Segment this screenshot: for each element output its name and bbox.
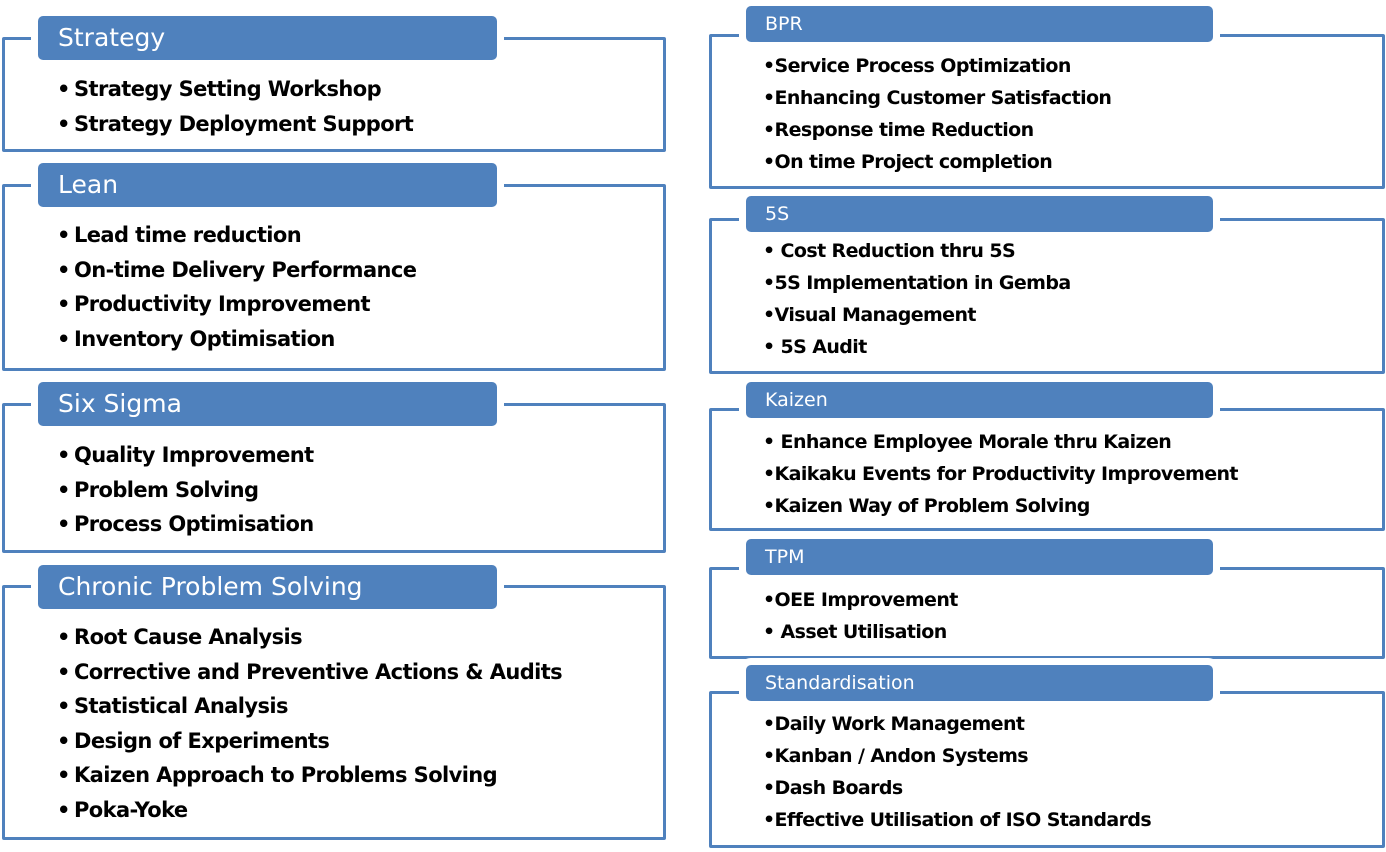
list-item: Strategy Deployment Support — [57, 107, 414, 142]
list-item: • Cost Reduction thru 5S — [763, 240, 1016, 262]
list-item: •Effective Utilisation of ISO Standards — [763, 809, 1152, 831]
list-item: •Kaikaku Events for Productivity Improve… — [763, 463, 1239, 485]
list-item: •Kanban / Andon Systems — [763, 745, 1029, 767]
list-item: Root Cause Analysis — [57, 620, 562, 655]
list-item: Lead time reduction — [57, 218, 416, 253]
list-item: Strategy Setting Workshop — [57, 72, 413, 107]
list-item: Quality Improvement — [57, 438, 314, 473]
list-item: •Visual Management — [763, 304, 976, 326]
section-box-5s — [709, 218, 1385, 374]
list-item: Kaizen Approach to Problems Solving — [57, 758, 562, 793]
list-item: •OEE Improvement — [763, 589, 958, 611]
list-item: •Dash Boards — [763, 777, 903, 799]
section-header-tpm: TPM — [746, 539, 1213, 575]
section-items-lean: Lead time reductionOn-time Delivery Perf… — [57, 218, 417, 357]
list-item: •On time Project completion — [763, 151, 1053, 173]
list-item: Statistical Analysis — [57, 689, 562, 724]
section-items-kaizen: • Enhance Employee Morale thru Kaizen •Ka… — [763, 426, 1239, 522]
section-box-bpr — [709, 34, 1385, 189]
list-item: • 5S Audit — [763, 336, 867, 358]
list-item: Corrective and Preventive Actions & Audi… — [57, 655, 563, 690]
list-item: Process Optimisation — [57, 507, 314, 542]
list-item: Inventory Optimisation — [57, 322, 416, 357]
section-header-chronic-problem-solving: Chronic Problem Solving — [38, 565, 497, 609]
section-items-strategy: Strategy Setting WorkshopStrategy Deploy… — [57, 72, 414, 142]
list-item: Design of Experiments — [57, 724, 562, 759]
section-header-bpr: BPR — [746, 6, 1213, 42]
list-item: Problem Solving — [57, 473, 314, 508]
list-item: •Response time Reduction — [763, 119, 1034, 141]
list-item: • Asset Utilisation — [763, 621, 947, 643]
section-items-bpr: •Service Process Optimization •Enhancing … — [763, 50, 1112, 178]
section-items-tpm: •OEE Improvement • Asset Utilisation — [763, 584, 958, 648]
list-item: •5S Implementation in Gemba — [763, 272, 1071, 294]
section-header-lean: Lean — [38, 163, 497, 207]
list-item: •Kaizen Way of Problem Solving — [763, 495, 1090, 517]
list-item: Productivity Improvement — [57, 287, 416, 322]
section-items-standardisation: •Daily Work Management •Kanban / Andon Sy… — [763, 708, 1152, 836]
list-item: •Enhancing Customer Satisfaction — [763, 87, 1112, 109]
section-header-six-sigma: Six Sigma — [38, 382, 497, 426]
list-item: Poka-Yoke — [57, 793, 562, 828]
section-items-chronic-problem-solving: Root Cause AnalysisCorrective and Preven… — [57, 620, 563, 828]
list-item: •Service Process Optimization — [763, 55, 1071, 77]
section-header-5s: 5S — [746, 196, 1213, 232]
list-item: • Enhance Employee Morale thru Kaizen — [763, 431, 1172, 453]
section-items-six-sigma: Quality ImprovementProblem SolvingProces… — [57, 438, 314, 542]
list-item: On-time Delivery Performance — [57, 253, 417, 288]
section-items-5s: • Cost Reduction thru 5S •5S Implementati… — [763, 235, 1071, 363]
section-header-kaizen: Kaizen — [746, 382, 1213, 418]
section-header-standardisation: Standardisation — [746, 665, 1213, 701]
section-header-strategy: Strategy — [38, 16, 497, 60]
section-box-kaizen — [709, 408, 1385, 531]
list-item: •Daily Work Management — [763, 713, 1025, 735]
